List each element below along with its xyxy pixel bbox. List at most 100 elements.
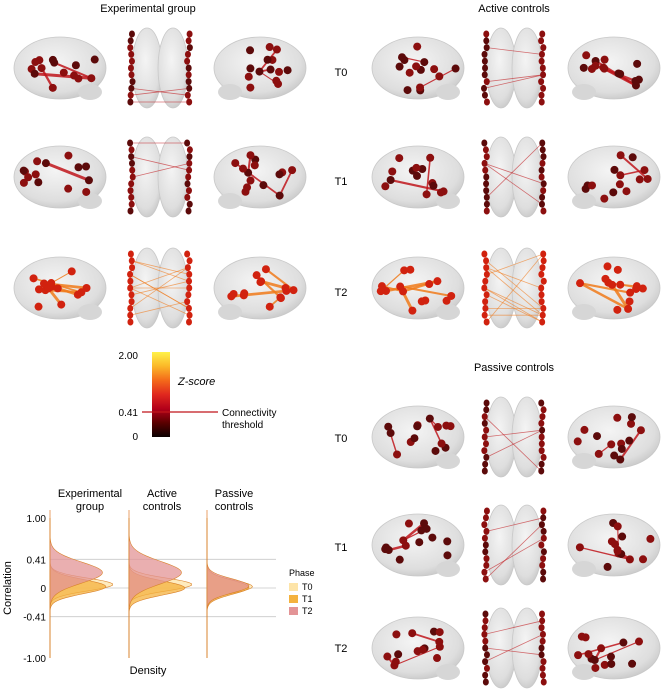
brain-node	[227, 292, 236, 301]
active-t1-left-brain	[371, 145, 465, 209]
brain-node	[540, 555, 547, 563]
brain-node	[185, 78, 192, 86]
connection-edge	[579, 282, 629, 311]
brain-node	[538, 78, 545, 86]
brain-node	[483, 406, 490, 414]
brain-node	[184, 50, 191, 58]
brain-node	[282, 286, 291, 295]
active-controls-title: Active controls	[478, 3, 550, 15]
brain-node	[396, 282, 405, 291]
brain-node	[259, 181, 268, 190]
legend-title: Phase	[289, 568, 315, 578]
connection-edge	[484, 416, 542, 472]
brain-node	[482, 298, 489, 306]
brain-node	[184, 298, 191, 306]
brain-node	[186, 277, 193, 285]
brain-node	[539, 664, 546, 672]
brain-node	[383, 652, 392, 661]
brain-node	[618, 532, 627, 541]
group-label-2-line1: Passive	[215, 488, 254, 500]
brain-node	[539, 193, 546, 201]
brain-node	[538, 541, 545, 549]
connection-edge	[130, 287, 190, 316]
connection-edge	[486, 267, 542, 289]
brain-node	[588, 181, 597, 190]
brain-node	[538, 298, 545, 306]
brain-node	[436, 188, 445, 197]
brain-node	[408, 629, 417, 638]
brain-node	[128, 71, 135, 79]
brain-node	[483, 153, 490, 161]
brain-node	[71, 61, 80, 70]
density-t2-group-0	[49, 518, 103, 658]
brain-node	[34, 302, 43, 311]
legend-label-t0: T0	[302, 582, 313, 592]
brain-node	[600, 55, 609, 64]
brain-node	[416, 83, 425, 92]
brain-node	[481, 50, 488, 58]
brain-node	[433, 277, 442, 286]
brain-node	[625, 555, 634, 564]
brain-node	[64, 184, 73, 193]
passive-t1-top-brain	[481, 504, 547, 586]
connection-edge	[130, 301, 188, 316]
connection-edge	[579, 282, 631, 294]
density-chart: Experimental group Active controls Passi…	[2, 488, 315, 677]
brain-node	[540, 84, 547, 92]
brain-node	[184, 139, 191, 147]
brain-node	[483, 664, 490, 672]
brain-node	[483, 507, 490, 515]
brain-node	[625, 297, 634, 306]
brain-node	[538, 460, 545, 468]
connection-edge	[485, 647, 542, 656]
brain-node	[418, 164, 427, 173]
brain-node	[30, 69, 39, 78]
brain-node	[539, 637, 546, 645]
brain-node	[406, 265, 415, 274]
brain-node	[29, 274, 38, 283]
brain-node	[540, 568, 547, 576]
brain-node	[263, 55, 272, 64]
brain-node	[483, 651, 490, 659]
brain-node	[538, 291, 545, 299]
brain-node	[127, 318, 134, 326]
brain-node	[59, 68, 68, 77]
passive-phase-label-t1: T1	[335, 542, 348, 554]
brain-node	[540, 44, 547, 52]
connection-edge	[620, 169, 645, 177]
brain-node	[616, 171, 625, 180]
brain-node	[591, 61, 600, 70]
brain-node	[384, 546, 393, 555]
brain-node	[607, 440, 616, 449]
brain-node	[483, 180, 490, 188]
brain-panels	[13, 27, 661, 689]
brain-node	[442, 296, 451, 305]
brain-node	[483, 37, 490, 45]
brain-node	[482, 644, 489, 652]
brain-node	[483, 30, 490, 38]
brain-node	[47, 279, 56, 288]
brain-node	[579, 63, 588, 72]
brain-node	[540, 153, 547, 161]
brain-node	[482, 460, 489, 468]
group-label-2-line2: controls	[215, 501, 254, 513]
brain-node	[53, 284, 62, 293]
passive-phase-label-t0: T0	[335, 433, 348, 445]
brain-node	[540, 534, 547, 542]
brain-node	[430, 65, 439, 74]
brain-node	[420, 58, 429, 67]
experimental-t0-top-brain	[127, 27, 193, 109]
brain-node	[540, 514, 547, 522]
brain-node	[275, 170, 284, 179]
y-tick-label: -0.41	[23, 613, 46, 624]
brain-node	[540, 453, 547, 461]
connection-edge	[53, 61, 92, 80]
brain-node	[482, 637, 489, 645]
brain-node	[539, 311, 546, 319]
connection-edge	[484, 634, 544, 662]
brain-node	[239, 164, 248, 173]
brain-node	[613, 546, 622, 555]
active-t0-top-brain	[481, 27, 547, 109]
brain-node	[482, 440, 489, 448]
connection-edge	[484, 287, 543, 316]
